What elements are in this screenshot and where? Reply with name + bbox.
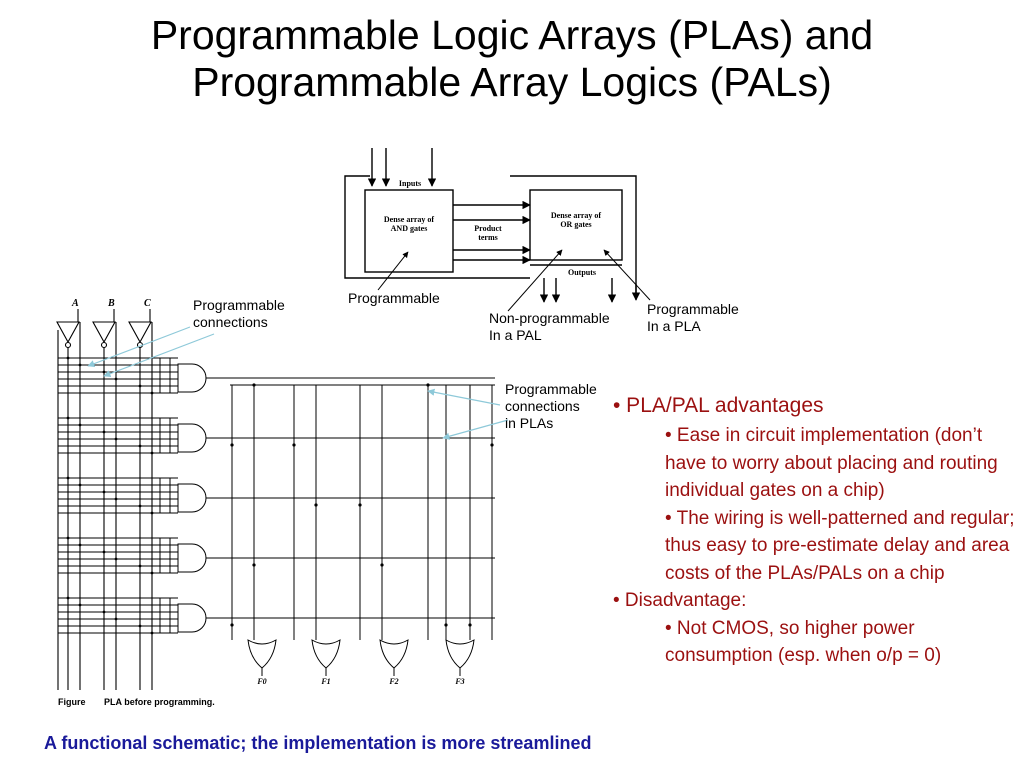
advantage-1: • Ease in circuit implementation (don’t … [665,425,998,501]
and-gate-row [58,356,495,395]
prog-conn-arrow-2 [103,333,215,378]
or-array-line1: Dense array of [551,211,602,220]
and-gate-row [58,596,495,635]
and-gate-row [58,416,495,455]
or-gate [247,639,277,676]
block-diagram [344,148,641,303]
disadvantage-heading: • Disadvantage: [613,590,747,611]
advantages-heading: • PLA/PAL advantages [613,394,824,417]
input-c-label: C [144,298,151,309]
or-gate [445,639,475,676]
and-gate [177,423,207,453]
programmable-pla-arrow [603,249,651,301]
and-array-box [364,189,454,273]
programmable-pla-label: Programmable In a PLA [647,301,739,334]
figure-caption-text: PLA before programming. [104,697,215,707]
input-b-label: B [107,298,115,309]
prog-pla-arrow-1 [427,388,501,406]
slide-title: Programmable Logic Arrays (PLAs) and Pro… [0,12,1024,106]
programmable-arrow [377,251,409,291]
disadvantage-1: • Not CMOS, so higher power consumption … [665,617,942,667]
output-f2: F2 [388,677,398,686]
outputs-label: Outputs [568,268,596,277]
and-gate [177,603,207,633]
or-array-line2: OR gates [560,220,591,229]
and-gate-row [58,536,495,575]
or-gate [311,639,341,676]
programmable-label: Programmable [348,290,440,306]
inverter-a [56,321,80,344]
inverter-b [92,321,116,344]
slide-title-line1: Programmable Logic Arrays (PLAs) and [150,12,874,58]
output-f1: F1 [320,677,330,686]
or-gate [379,639,409,676]
output-f0: F0 [256,677,266,686]
figure-caption: Figure PLA before programming. [58,697,215,707]
product-terms-line1: Product [474,224,502,233]
advantage-2: • The wiring is well-patterned and regul… [665,507,1015,584]
prog-pla-arrow-2 [442,419,509,440]
inverter-c [128,321,152,344]
bullet-list: • PLA/PAL advantages • Ease in circuit i… [613,392,1018,670]
and-array-line2: AND gates [391,224,428,233]
or-array-box [529,189,623,261]
programmable-connections-label: Programmable connections [193,297,285,330]
non-programmable-arrow [507,249,563,312]
prog-conn-arrow-1 [87,326,191,368]
output-f3: F3 [454,677,464,686]
slide-title-line2: Programmable Array Logics (PALs) [192,59,832,105]
slide-caption: A functional schematic; the implementati… [44,733,592,753]
inputs-label: Inputs [399,179,421,188]
programmable-connections-pla-label: Programmable connections in PLAs [505,381,597,431]
and-gate [177,543,207,573]
figure-word: Figure [58,697,86,707]
non-programmable-label: Non-programmable In a PAL [489,310,610,343]
and-array-line1: Dense array of [384,215,435,224]
and-gate-row [58,476,495,515]
and-gate [177,483,207,513]
input-a-label: A [71,298,79,309]
product-terms-line2: terms [478,233,498,242]
and-gate [177,363,207,393]
pla-schematic: A B C [56,298,509,690]
